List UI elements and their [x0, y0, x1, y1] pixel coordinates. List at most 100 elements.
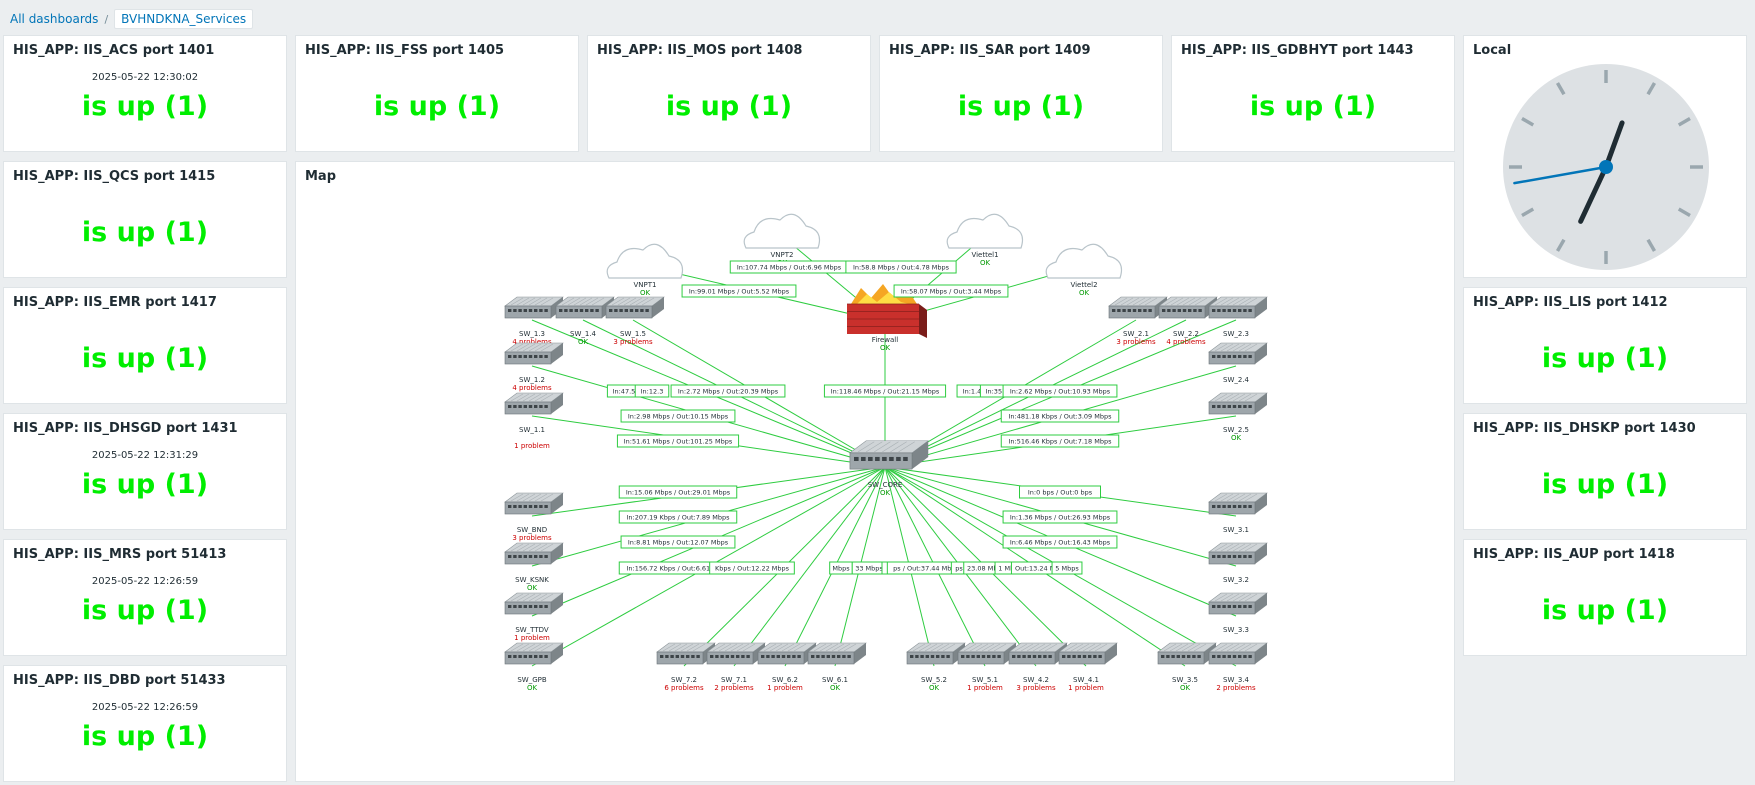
- switch-vent: [769, 643, 783, 652]
- switch-label: SW_GPB: [517, 676, 547, 684]
- link-label-text: In:2.62 Mbps / Out:10.93 Mbps: [1010, 388, 1111, 396]
- widget-iis-fss[interactable]: HIS_APP: IIS_FSS port 1405 is up (1): [295, 35, 579, 152]
- switch-vent: [1044, 643, 1058, 652]
- switch-port: [1248, 555, 1252, 558]
- switch-icon: [504, 542, 564, 565]
- switch-port: [1048, 655, 1052, 658]
- widget-iis-qcs[interactable]: HIS_APP: IIS_QCS port 1415 is up (1): [3, 161, 287, 278]
- widget-iis-dhsgd[interactable]: HIS_APP: IIS_DHSGD port 1431 2025-05-22 …: [3, 413, 287, 530]
- switch-port: [1243, 405, 1247, 408]
- switch-side: [1255, 543, 1267, 564]
- widget-iis-emr[interactable]: HIS_APP: IIS_EMR port 1417 is up (1): [3, 287, 287, 404]
- switch-front: [706, 651, 754, 665]
- switch-port: [1227, 555, 1231, 558]
- switch-front: [1058, 651, 1106, 665]
- switch-port: [1161, 655, 1165, 658]
- switch-vent: [1232, 643, 1246, 652]
- core-switch-icon: [849, 440, 930, 470]
- switch-port: [513, 505, 517, 508]
- switch-vent: [1238, 593, 1252, 602]
- switch-icon: [504, 296, 564, 319]
- switch-port: [997, 655, 1001, 658]
- switch-label: SW_7.1: [721, 676, 747, 684]
- widget-iis-gdbhyt[interactable]: HIS_APP: IIS_GDBHYT port 1443 is up (1): [1171, 35, 1455, 152]
- switch-icon: [656, 642, 716, 665]
- switch-front: [1208, 401, 1256, 415]
- switch-icon: [757, 642, 817, 665]
- switch-port: [528, 505, 533, 508]
- switch-status: 4 problems: [1166, 338, 1206, 346]
- switch-port: [1176, 655, 1180, 658]
- switch-status: 2 problems: [1216, 684, 1256, 692]
- cloud-shape: [606, 243, 684, 279]
- switch-vent: [1238, 297, 1252, 306]
- switch-vent: [516, 493, 530, 502]
- switch-port: [741, 655, 745, 658]
- switch-port: [1077, 655, 1081, 658]
- switch-port: [523, 309, 527, 312]
- widget-title: HIS_APP: IIS_GDBHYT port 1443: [1181, 43, 1414, 58]
- widget-title: HIS_APP: IIS_LIS port 1412: [1473, 295, 1668, 310]
- switch-side: [1255, 643, 1267, 664]
- switch-front: [807, 651, 855, 665]
- switch-vent: [1238, 343, 1252, 352]
- link-label-text: Mbps: [832, 565, 850, 573]
- widget-iis-mos[interactable]: HIS_APP: IIS_MOS port 1408 is up (1): [587, 35, 871, 152]
- core-switch-label: SW_CORE: [868, 481, 903, 489]
- switch-port: [523, 505, 527, 508]
- switch-vent: [1076, 643, 1090, 652]
- switch-vent: [736, 643, 750, 652]
- switch-vent: [843, 643, 857, 652]
- switch-port: [854, 456, 859, 461]
- breadcrumb-current-dashboard[interactable]: BVHNDKNA_Services: [114, 9, 254, 29]
- widget-clock[interactable]: Local: [1463, 35, 1747, 278]
- switch-vent: [1214, 543, 1228, 552]
- switch-vent: [1181, 643, 1195, 652]
- switch-vent: [1088, 643, 1102, 652]
- switch-label: SW_2.2: [1173, 330, 1199, 338]
- widget-iis-sar[interactable]: HIS_APP: IIS_SAR port 1409 is up (1): [879, 35, 1163, 152]
- switch-front: [757, 651, 805, 665]
- switch-port: [508, 605, 512, 608]
- link-label-text: ps / Out:37.44 Mbps: [893, 565, 959, 573]
- breadcrumb-all-dashboards[interactable]: All dashboards: [10, 12, 99, 26]
- switch-port: [1212, 309, 1216, 312]
- widget-iis-lis[interactable]: HIS_APP: IIS_LIS port 1412 is up (1): [1463, 287, 1747, 404]
- switch-label: SW_2.3: [1223, 330, 1249, 338]
- switch-icon: [906, 642, 966, 665]
- switch-port: [1122, 309, 1126, 312]
- widget-iis-mrs[interactable]: HIS_APP: IIS_MRS port 51413 2025-05-22 1…: [3, 539, 287, 656]
- link-label-text: In:99.01 Mbps / Out:5.52 Mbps: [689, 288, 790, 296]
- link-label-text: 23.08 Mbps: [967, 565, 1006, 573]
- widget-iis-dbd[interactable]: HIS_APP: IIS_DBD port 51433 2025-05-22 1…: [3, 665, 287, 782]
- widget-iis-acs[interactable]: HIS_APP: IIS_ACS port 1401 2025-05-22 12…: [3, 35, 287, 152]
- switch-port: [781, 655, 786, 658]
- widget-map[interactable]: Map VNPT1OKVNPT2OKViettel1OKViettel2OKFi…: [295, 161, 1455, 782]
- widget-iis-aup[interactable]: HIS_APP: IIS_AUP port 1418 is up (1): [1463, 539, 1747, 656]
- switch-vent: [528, 343, 542, 352]
- switch-port: [987, 655, 991, 658]
- switch-port: [508, 555, 512, 558]
- link-label: In:118.46 Mbps / Out:21.15 Mbps: [823, 384, 947, 398]
- switch-vent: [591, 297, 605, 306]
- link-label-box: [670, 384, 786, 398]
- widget-title: HIS_APP: IIS_SAR port 1409: [889, 43, 1091, 58]
- switch-side: [1255, 297, 1267, 318]
- switch-port: [792, 655, 796, 658]
- switch-label: SW_5.1: [972, 676, 998, 684]
- switch-port: [1032, 655, 1037, 658]
- switch-port: [513, 655, 517, 658]
- clock-tick: [1677, 207, 1691, 218]
- link-label: In:1.36 Mbps / Out:26.93 Mbps: [1002, 510, 1118, 524]
- widget-iis-dhskp[interactable]: HIS_APP: IIS_DHSKP port 1430 is up (1): [1463, 413, 1747, 530]
- link-label: In:0 bps / Out:0 bps: [1019, 485, 1101, 499]
- switch-port: [534, 655, 538, 658]
- switch-port: [544, 555, 548, 558]
- switch-port: [861, 456, 866, 461]
- switch-vent: [1232, 393, 1246, 402]
- switch-port: [564, 309, 568, 312]
- switch-vent: [890, 441, 907, 453]
- switch-vent: [1238, 493, 1252, 502]
- clock-minute-hand: [1603, 120, 1625, 170]
- switch-port: [1222, 505, 1226, 508]
